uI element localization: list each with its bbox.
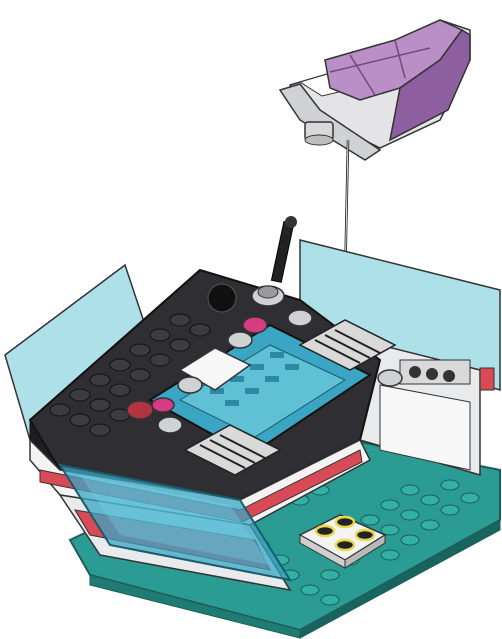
joystick	[252, 216, 297, 306]
seat-piece	[280, 20, 470, 160]
